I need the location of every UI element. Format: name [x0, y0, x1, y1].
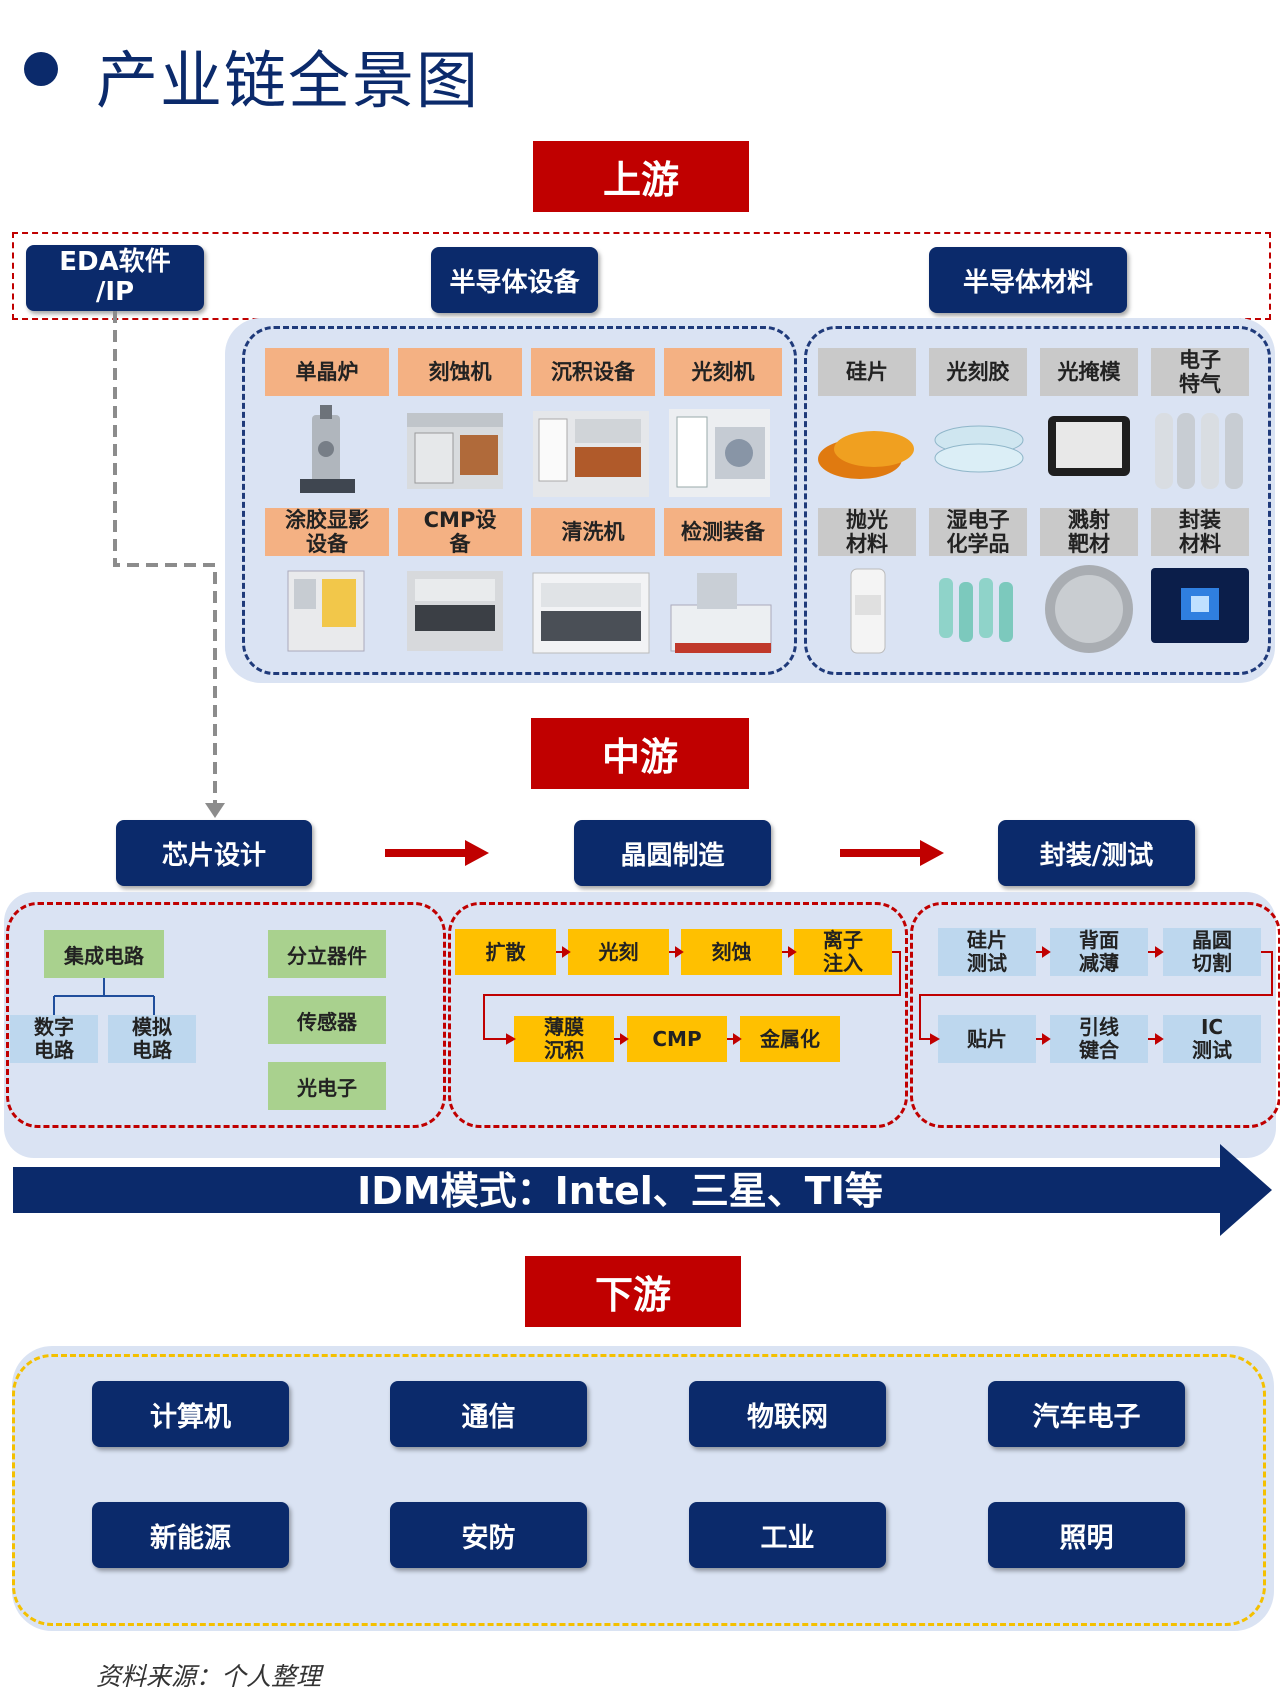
package-step: 背面 减薄: [1050, 928, 1148, 976]
package-step: 晶圆 切割: [1163, 928, 1261, 976]
application-iot: 物联网: [689, 1381, 886, 1447]
integrated-circuit-box: 集成电路: [44, 930, 164, 978]
packaging-test-label: 封装/测试: [998, 820, 1195, 886]
ic-tree-lines: [53, 978, 155, 1016]
chip-design-label: 芯片设计: [116, 820, 312, 886]
optoelectronics-box: 光电子: [268, 1062, 386, 1110]
application-industry: 工业: [689, 1502, 886, 1568]
equipment-item: 涂胶显影 设备: [265, 508, 389, 556]
packaging-frame: [910, 902, 1280, 1128]
source-note: 资料来源：个人整理: [96, 1662, 322, 1691]
fab-step: 刻蚀: [681, 929, 782, 975]
single-crystal-furnace-image: [290, 405, 365, 495]
silicon-wafer-image: [814, 415, 918, 487]
page-title: 产业链全景图: [96, 44, 481, 117]
material-item: 硅片: [818, 348, 916, 396]
fab-step: 薄膜 沉积: [514, 1016, 614, 1062]
sensor-box: 传感器: [268, 996, 386, 1044]
equipment-item: CMP设 备: [398, 508, 522, 556]
upstream-label: 上游: [533, 141, 749, 212]
downstream-frame: [12, 1354, 1266, 1626]
package-step: 引线 键合: [1050, 1015, 1148, 1063]
application-security: 安防: [390, 1502, 587, 1568]
materials-label: 半导体材料: [929, 247, 1127, 313]
wet-chemicals-image: [929, 568, 1029, 648]
equipment-frame: [242, 326, 797, 675]
midstream-label: 中游: [531, 718, 749, 789]
digital-circuit-box: 数字 电路: [10, 1015, 98, 1063]
application-communication: 通信: [390, 1381, 587, 1447]
application-computer: 计算机: [92, 1381, 289, 1447]
equipment-item: 刻蚀机: [398, 348, 522, 396]
material-item: 电子 特气: [1151, 348, 1249, 396]
etching-machine-image: [405, 405, 505, 495]
discrete-device-box: 分立器件: [268, 930, 386, 978]
material-item: 封装 材料: [1151, 508, 1249, 556]
materials-frame: [804, 326, 1271, 675]
lithography-machine-image: [667, 405, 772, 500]
application-lighting: 照明: [988, 1502, 1185, 1568]
equipment-label: 半导体设备: [431, 247, 598, 313]
fab-step: 光刻: [568, 929, 669, 975]
package-step: 贴片: [938, 1015, 1036, 1063]
fab-step: 离子 注入: [794, 929, 892, 975]
flow-arrow: [840, 840, 944, 866]
cleaning-machine-image: [531, 565, 651, 657]
fab-step: 扩散: [455, 929, 556, 975]
equipment-item: 光刻机: [664, 348, 782, 396]
sputtering-target-image: [1040, 562, 1138, 657]
fab-frame: [448, 902, 908, 1128]
wafer-fab-label: 晶圆制造: [574, 820, 771, 886]
deposition-equipment-image: [531, 405, 651, 500]
title-bullet: [24, 52, 58, 86]
analog-circuit-box: 模拟 电路: [108, 1015, 196, 1063]
equipment-item: 单晶炉: [265, 348, 389, 396]
eda-ip-box: EDA软件 /IP: [26, 245, 204, 311]
fab-step: CMP: [627, 1016, 727, 1062]
material-item: 抛光 材料: [818, 508, 916, 556]
inspection-equipment-image: [667, 565, 775, 657]
material-item: 溅射 靶材: [1040, 508, 1138, 556]
application-new-energy: 新能源: [92, 1502, 289, 1568]
downstream-label: 下游: [525, 1256, 741, 1327]
package-step: 硅片 测试: [938, 928, 1036, 976]
packaging-material-image: [1151, 568, 1249, 643]
coater-developer-image: [282, 565, 370, 655]
fab-step: 金属化: [740, 1016, 840, 1062]
material-item: 光刻胶: [929, 348, 1027, 396]
cmp-equipment-image: [405, 565, 505, 655]
equipment-item: 检测装备: [664, 508, 782, 556]
photomask-image: [1040, 410, 1138, 482]
specialty-gas-image: [1151, 405, 1249, 490]
design-frame: [6, 902, 446, 1128]
material-item: 光掩模: [1040, 348, 1138, 396]
equipment-item: 沉积设备: [531, 348, 655, 396]
idm-label: IDM模式：Intel、三星、TI等: [357, 1169, 883, 1213]
photoresist-image: [929, 410, 1029, 482]
equipment-item: 清洗机: [531, 508, 655, 556]
idm-arrow: [13, 1144, 1272, 1236]
polishing-material-image: [843, 565, 893, 655]
flow-arrow: [385, 840, 489, 866]
package-step: IC 测试: [1163, 1015, 1261, 1063]
application-auto-electronics: 汽车电子: [988, 1381, 1185, 1447]
material-item: 湿电子 化学品: [929, 508, 1027, 556]
